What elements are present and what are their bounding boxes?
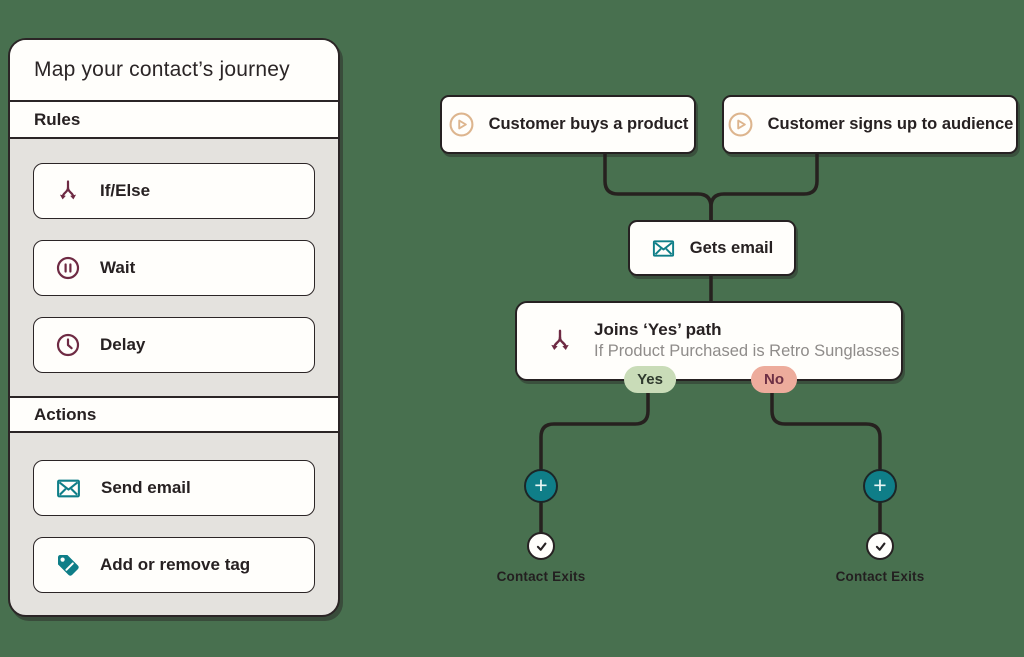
tool-wait[interactable]: Wait [33,240,315,296]
tool-label: If/Else [100,181,151,200]
tool-label: Delay [100,335,146,354]
play-icon [727,111,754,138]
branch-icon [546,327,574,355]
tool-label: Add or remove tag [100,555,251,574]
no-path-badge[interactable]: No [751,366,797,393]
tool-delay[interactable]: Delay [33,317,315,373]
tool-add-remove-tag[interactable]: Add or remove tag [33,537,315,593]
condition-node[interactable]: Joins ‘Yes’ path If Product Purchased is… [515,301,903,393]
contact-exits-label: Contact Exits [496,569,586,584]
actions-tool-list: Send email Add or remove tag [10,433,338,593]
trigger-node-buys-product[interactable]: Customer buys a product [440,95,696,154]
play-icon [448,111,475,138]
tag-icon [55,552,81,578]
panel-title: Map your contact’s journey [10,40,338,102]
rules-tool-list: If/Else Wait Delay [10,139,338,373]
clock-icon [55,332,81,358]
condition-title: Joins ‘Yes’ path [594,319,722,339]
tool-send-email[interactable]: Send email [33,460,315,516]
section-header-rules: Rules [10,102,338,139]
tool-if-else[interactable]: If/Else [33,163,315,219]
branch-icon [55,178,81,204]
envelope-icon [651,236,676,261]
node-label: Gets email [689,238,774,257]
contact-exit-node-yes[interactable] [527,532,555,560]
node-label: Customer buys a product [488,115,689,133]
yes-path-badge[interactable]: Yes [624,366,676,393]
contact-exit-node-no[interactable] [866,532,894,560]
email-node[interactable]: Gets email [628,220,796,276]
trigger-node-signs-up[interactable]: Customer signs up to audience [722,95,1018,154]
check-icon [872,538,889,555]
add-step-button-yes[interactable]: + [524,469,558,503]
contact-exits-label: Contact Exits [835,569,925,584]
section-header-actions: Actions [10,396,338,433]
journey-tools-panel: Map your contact’s journey Rules If/Else [8,38,340,617]
tool-label: Send email [101,478,191,497]
pause-icon [55,255,81,281]
check-icon [533,538,550,555]
condition-subtitle: If Product Purchased is Retro Sunglasses [594,342,900,361]
tool-label: Wait [100,258,136,277]
add-step-button-no[interactable]: + [863,469,897,503]
envelope-icon [55,475,82,502]
node-label: Customer signs up to audience [767,115,1014,133]
condition-text: Joins ‘Yes’ path If Product Purchased is… [594,319,899,363]
